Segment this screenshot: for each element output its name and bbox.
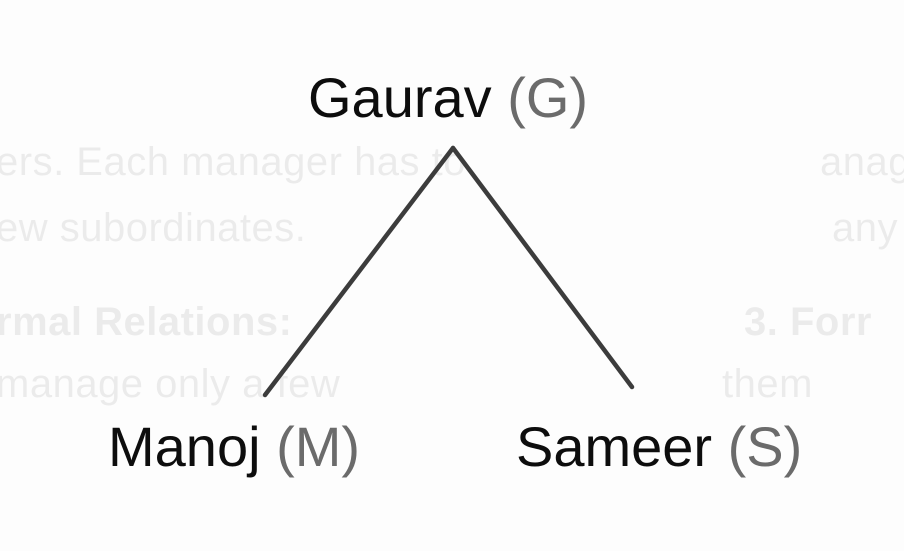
background-text: them <box>722 362 813 406</box>
edge-root-to-right <box>450 145 635 390</box>
node-abbr: (G) <box>507 66 589 129</box>
node-name: Manoj <box>108 415 261 478</box>
background-text: any su <box>832 206 904 250</box>
background-text: ew subordinates. <box>0 206 307 250</box>
node-right-child: Sameer (S) <box>516 419 802 475</box>
node-left-child: Manoj (M) <box>108 419 360 475</box>
background-text: rmal Relations: <box>0 300 293 344</box>
background-text: ers. Each manager has to <box>0 140 467 184</box>
edge-root-to-left <box>262 145 456 398</box>
node-name: Sameer <box>516 415 713 478</box>
node-abbr: (M) <box>276 415 361 478</box>
node-root: Gaurav (G) <box>308 70 588 126</box>
background-text: anage <box>820 140 904 184</box>
node-name: Gaurav <box>308 66 492 129</box>
node-abbr: (S) <box>727 415 803 478</box>
background-text: 3. Forr <box>744 300 872 344</box>
